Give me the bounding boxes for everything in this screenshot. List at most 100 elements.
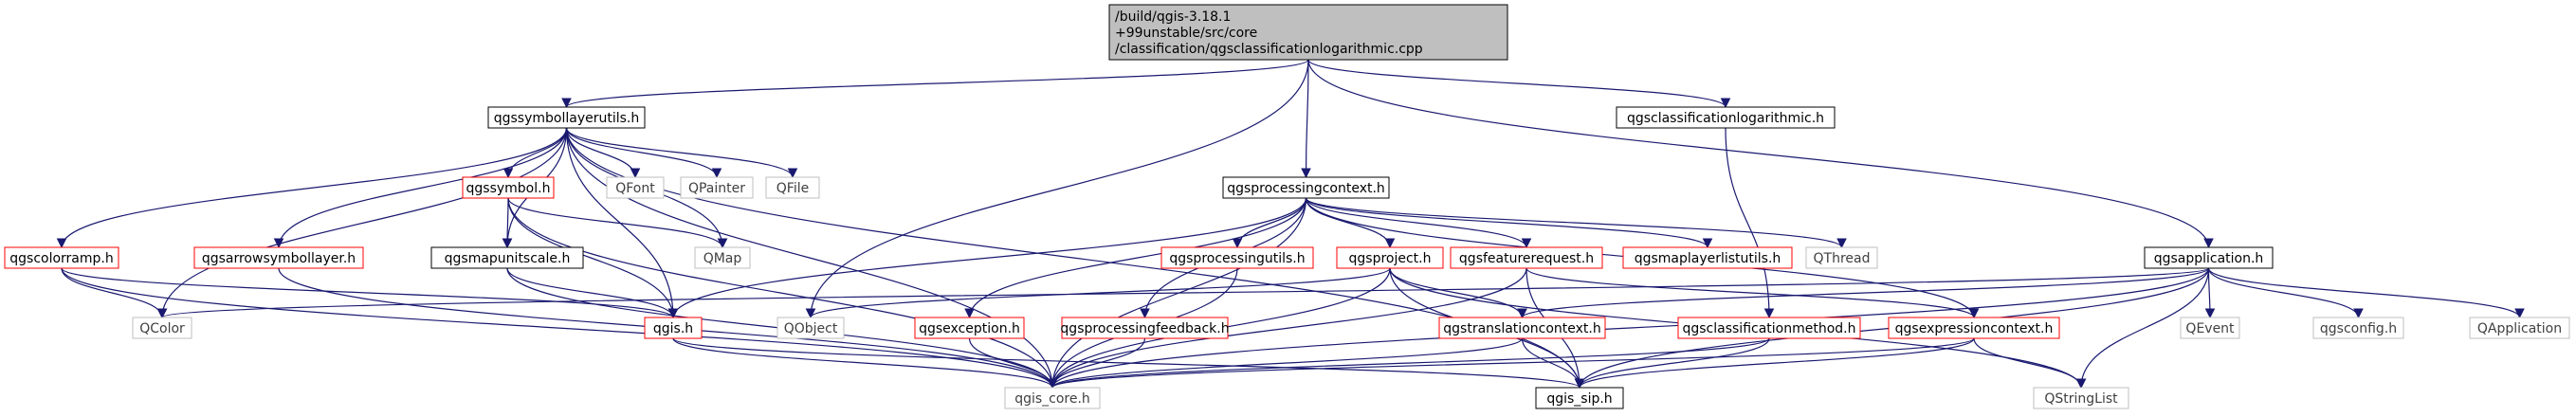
node-label: QThread	[1814, 251, 1871, 266]
node-box	[430, 246, 584, 269]
node-box	[1160, 246, 1314, 269]
node-box	[2312, 317, 2404, 339]
node-label: qgis.h	[653, 321, 693, 336]
node-translation[interactable]: qgstranslationcontext.h	[1438, 317, 1606, 339]
node-box	[680, 176, 754, 199]
edge-symbollayerutils-to-colorramp	[56, 127, 568, 249]
node-label: qgsclassificationlogarithmic.h	[1627, 111, 1824, 126]
node-label: qgstranslationcontext.h	[1443, 321, 1600, 336]
edges-layer	[56, 59, 2525, 390]
node-label: qgscolorramp.h	[9, 251, 113, 266]
edge-root-to-symbollayerutils	[561, 59, 1309, 109]
node-box	[487, 106, 646, 129]
node-box	[2144, 246, 2274, 269]
node-qmap: QMap	[694, 246, 751, 269]
node-label: QObject	[784, 321, 838, 336]
node-procctx[interactable]: qgsprocessingcontext.h	[1222, 176, 1390, 199]
edge-colorramp-to-qcolor	[61, 267, 168, 319]
edge-root-to-qgsapp	[1307, 59, 2214, 249]
node-qgsconfig: qgsconfig.h	[2312, 317, 2404, 339]
node-box	[694, 246, 751, 269]
node-label: qgis_core.h	[1014, 391, 1090, 407]
node-box	[914, 317, 1025, 339]
node-label: QFont	[615, 181, 655, 196]
node-label: qgsmapunitscale.h	[445, 251, 571, 266]
edge-exprctx-to-qstringlist	[1973, 337, 2087, 390]
node-qgssymbol[interactable]: qgssymbol.h	[462, 176, 555, 199]
node-root[interactable]: /build/qgis-3.18.1+99unstable/src/core/c…	[1108, 4, 1508, 61]
node-label: QFile	[776, 181, 809, 196]
edge-qgssymbol-to-qgish	[507, 197, 679, 319]
node-qpainter: QPainter	[680, 176, 754, 199]
edge-qgsapp-to-qapplication	[2207, 267, 2525, 319]
edge-project-to-translation	[1389, 267, 1527, 319]
node-qfont: QFont	[606, 176, 665, 199]
edge-project-to-qobject	[805, 267, 1391, 319]
node-label: QPainter	[688, 181, 745, 196]
node-arrowsym[interactable]: qgsarrowsymbollayer.h	[193, 246, 364, 269]
node-maplayerlist[interactable]: qgsmaplayerlistutils.h	[1622, 246, 1793, 269]
node-box	[644, 317, 703, 339]
edge-symbollayerutils-to-qgssymbol	[502, 127, 568, 179]
node-qstringlist: QStringList	[2033, 387, 2129, 409]
edge-symbollayerutils-to-qpainter	[565, 127, 722, 179]
edge-qgsapp-to-qstringlist	[2075, 267, 2210, 390]
node-qgissip[interactable]: qgis_sip.h	[1535, 387, 1624, 409]
node-classmethod[interactable]: qgsclassificationmethod.h	[1677, 317, 1861, 339]
node-project[interactable]: qgsproject.h	[1336, 246, 1444, 269]
edge-procctx-to-exception	[964, 197, 1307, 319]
edge-classmethod-to-qgiscore	[1047, 337, 1770, 390]
edge-root-to-qobject	[805, 59, 1309, 319]
node-label: QApplication	[2477, 321, 2562, 336]
node-procfeedback[interactable]: qgsprocessingfeedback.h	[1060, 317, 1230, 339]
edge-qgsapp-to-translation	[1517, 267, 2210, 319]
node-qthread: QThread	[1805, 246, 1878, 269]
node-label: +99unstable/src/core	[1115, 26, 1257, 41]
node-featreq[interactable]: qgsfeaturerequest.h	[1450, 246, 1603, 269]
node-colorramp[interactable]: qgscolorramp.h	[4, 246, 119, 269]
edge-symbollayerutils-to-qcolor	[156, 127, 568, 319]
node-label: QMap	[703, 251, 742, 266]
edge-symbollayerutils-to-qgiscore	[565, 127, 1058, 390]
node-label: qgsprocessingcontext.h	[1227, 181, 1385, 196]
node-qgish[interactable]: qgis.h	[644, 317, 703, 339]
edge-colorramp-to-qgiscore	[61, 267, 1058, 390]
edge-qgssymbol-to-qgiscore	[507, 197, 1058, 390]
node-classlog[interactable]: qgsclassificationlogarithmic.h	[1616, 106, 1836, 129]
node-label: qgsmaplayerlistutils.h	[1635, 251, 1781, 266]
edge-procctx-to-maplayerlist	[1305, 197, 1713, 249]
node-label: qgsexpressioncontext.h	[1895, 321, 2054, 336]
node-label: qgsfeaturerequest.h	[1459, 251, 1594, 266]
node-qevent: QEvent	[2180, 317, 2240, 339]
node-procutils[interactable]: qgsprocessingutils.h	[1160, 246, 1314, 269]
node-box	[2469, 317, 2570, 339]
node-label: qgsarrowsymbollayer.h	[202, 251, 356, 266]
edge-procctx-to-qgish	[667, 197, 1307, 319]
node-symbollayerutils[interactable]: qgssymbollayerutils.h	[487, 106, 646, 129]
node-box	[1616, 106, 1836, 129]
node-exception[interactable]: qgsexception.h	[914, 317, 1025, 339]
node-box	[1450, 246, 1603, 269]
node-label: qgsclassificationmethod.h	[1682, 321, 1855, 336]
node-box	[776, 317, 845, 339]
node-qgsapp[interactable]: qgsapplication.h	[2144, 246, 2274, 269]
edge-root-to-classlog	[1307, 59, 1731, 109]
node-label: QStringList	[2044, 391, 2118, 407]
node-qgiscore: qgis_core.h	[1004, 387, 1101, 409]
node-label: qgsprocessingfeedback.h	[1060, 321, 1229, 336]
node-qfile: QFile	[765, 176, 820, 199]
node-box	[4, 246, 119, 269]
node-exprctx[interactable]: qgsexpressioncontext.h	[1888, 317, 2060, 339]
node-mapunit[interactable]: qgsmapunitscale.h	[430, 246, 584, 269]
node-label: /build/qgis-3.18.1	[1115, 9, 1231, 25]
node-box	[1622, 246, 1793, 269]
edge-qgsapp-to-qcolor	[157, 267, 2210, 319]
node-label: qgsproject.h	[1349, 251, 1432, 266]
edge-procctx-to-qthread	[1305, 197, 1847, 249]
node-label: QColor	[139, 321, 185, 336]
node-box	[193, 246, 364, 269]
node-label: qgis_sip.h	[1546, 391, 1612, 407]
node-label: qgsconfig.h	[2320, 321, 2397, 336]
edge-colorramp-to-qgish	[61, 267, 679, 319]
